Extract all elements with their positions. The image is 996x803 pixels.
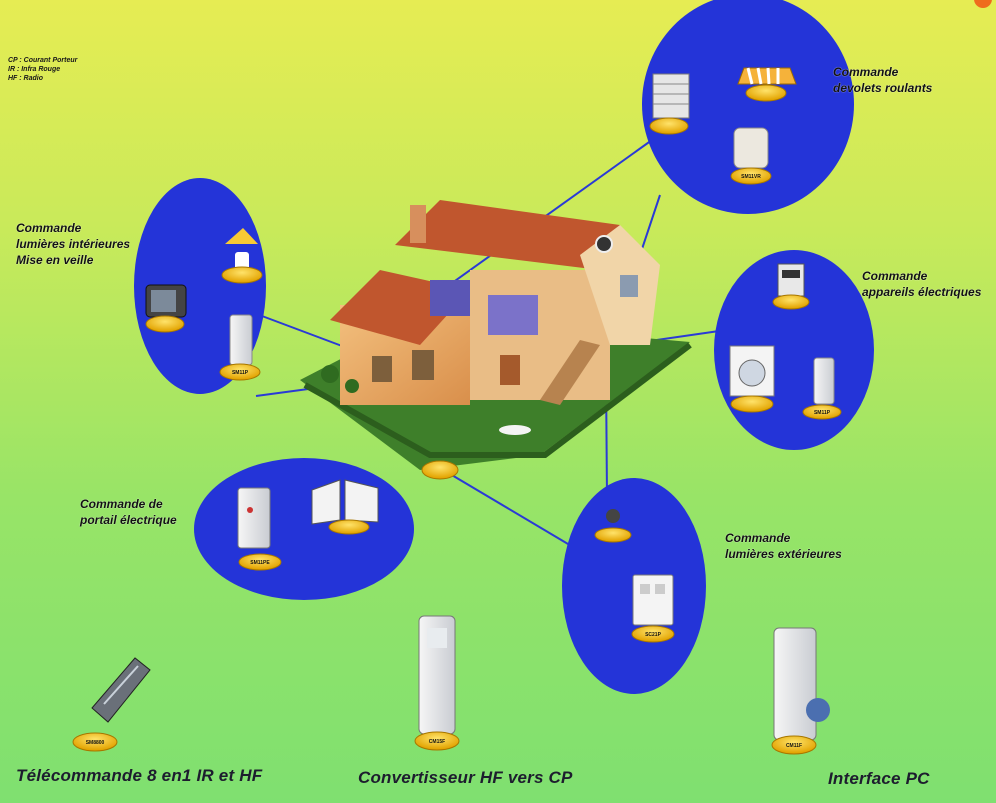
lamp-post-head: [596, 236, 612, 252]
bubble-portail: [194, 458, 414, 600]
tree-2: [345, 379, 359, 393]
patio-table: [499, 425, 531, 435]
window-3: [500, 355, 520, 385]
label-lumieres-interieures: Commande lumières intérieures Mise en ve…: [16, 220, 130, 268]
code-appareils-plug: SM11P: [814, 410, 831, 416]
remote-control-icon: [73, 658, 150, 751]
house-illustration: [300, 200, 690, 479]
code-exterieures-din: SC21P: [645, 632, 662, 638]
shutter-icon: [650, 74, 689, 134]
code-remote-base: SM8800: [86, 740, 105, 746]
caption-interface: Interface PC: [828, 769, 930, 789]
tv-icon: [146, 285, 186, 332]
caption-converter: Convertisseur HF vers CP: [358, 768, 573, 788]
caption-remote: Télécommande 8 en1 IR et HF: [16, 766, 262, 786]
label-lumieres-exterieures: Commande lumières extérieures: [725, 530, 842, 562]
code-converter-base: CM15F: [429, 739, 445, 745]
label-portail: Commande de portail électrique: [80, 496, 177, 528]
converter-icon: [415, 616, 459, 750]
window-1: [372, 356, 392, 382]
house-base: [422, 461, 458, 479]
coffee-machine-icon: [773, 264, 809, 309]
washing-machine-icon: [730, 346, 774, 412]
code-interface-base: CM11F: [786, 743, 802, 749]
label-volets: Commande devolets roulants: [833, 64, 932, 96]
room-cutaway-2: [488, 295, 538, 335]
code-volets-box: SM11VR: [741, 174, 761, 180]
room-cutaway-1: [430, 280, 470, 316]
chimney: [410, 205, 426, 243]
window-2: [412, 350, 434, 380]
code-portail-box: SM11PE: [250, 560, 270, 566]
label-appareils: Commande appareils électriques: [862, 268, 981, 300]
tree-1: [321, 365, 339, 383]
code-lumieres-plug: SM11P: [232, 370, 249, 376]
link-exterieures: [440, 468, 568, 544]
pc-interface-icon: [772, 628, 830, 754]
window-4: [620, 275, 638, 297]
